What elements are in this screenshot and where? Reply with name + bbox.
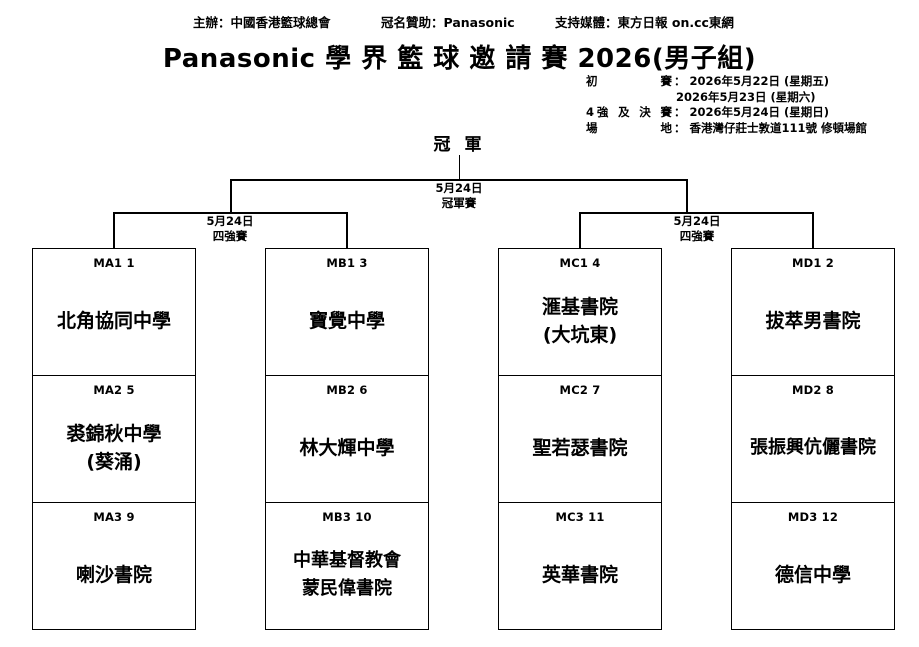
schedule-colon-prelim: ： xyxy=(674,74,686,88)
bracket-line-final-crossbar xyxy=(231,179,687,181)
team-name-line: 中華基督教會 xyxy=(293,549,401,571)
team-name: 喇沙書院 xyxy=(33,524,195,629)
team-name-line: 英華書院 xyxy=(541,563,618,586)
team-name-line: (大坑東) xyxy=(542,323,618,346)
team-cell[interactable]: MD2 8 張振興伉儷書院 xyxy=(732,376,894,503)
team-cell[interactable]: MB3 10 中華基督教會 蒙民偉書院 xyxy=(266,503,428,629)
credit-supporting-media: 支持媒體：東方日報 on.cc東網 xyxy=(555,15,734,30)
team-code: MC3 11 xyxy=(555,510,605,524)
team-cell[interactable]: MA1 1 北角協同中學 xyxy=(33,249,195,376)
team-cell[interactable]: MC3 11 英華書院 xyxy=(499,503,661,629)
team-name-line: 北角協同中學 xyxy=(56,309,171,332)
team-name: 北角協同中學 xyxy=(33,270,195,375)
semifinal-left-name: 四強賽 xyxy=(212,229,248,243)
group-box-d: MD1 2 拔萃男書院 MD2 8 張振興伉儷書院 MD3 12 德信中學 xyxy=(731,248,895,630)
team-cell[interactable]: MD1 2 拔萃男書院 xyxy=(732,249,894,376)
bracket-line-semifinal-right-crossbar xyxy=(579,212,813,214)
team-name: 寶覺中學 xyxy=(266,270,428,375)
team-cell[interactable]: MC2 7 聖若瑟書院 xyxy=(499,376,661,503)
team-name-line: 德信中學 xyxy=(774,563,851,586)
round-caption-final: 5月24日 冠軍賽 xyxy=(399,181,519,211)
team-code: MD3 12 xyxy=(787,510,839,524)
team-cell[interactable]: MB2 6 林大輝中學 xyxy=(266,376,428,503)
team-cell[interactable]: MD3 12 德信中學 xyxy=(732,503,894,629)
team-cell[interactable]: MC1 4 滙基書院 (大坑東) xyxy=(499,249,661,376)
schedule-label-venue: 場 地 xyxy=(586,120,672,135)
team-name-line: 林大輝中學 xyxy=(299,436,395,459)
team-name-line: 聖若瑟書院 xyxy=(532,436,628,459)
schedule-value-venue: 香港灣仔莊士敦道111號 修頓場館 xyxy=(689,120,868,135)
schedule-row-venue: 場 地 ： 香港灣仔莊士敦道111號 修頓場館 xyxy=(586,121,867,137)
team-code: MD2 8 xyxy=(792,383,834,397)
credit-organiser: 主辦：中國香港籃球總會 xyxy=(193,15,331,30)
team-cell[interactable]: MB1 3 寶覺中學 xyxy=(266,249,428,376)
team-name-line: 裘錦秋中學 xyxy=(66,422,162,445)
team-name-line: 滙基書院 xyxy=(541,295,618,318)
team-name: 德信中學 xyxy=(732,524,894,629)
semifinal-right-name: 四強賽 xyxy=(679,229,715,243)
bracket-line-group-a-stem xyxy=(113,212,115,249)
team-cell[interactable]: MA3 9 喇沙書院 xyxy=(33,503,195,629)
bracket-line-group-c-stem xyxy=(579,212,581,249)
schedule-row-finals: 4強 及 決 賽 ： 2026年5月24日 (星期日) xyxy=(586,105,867,121)
team-cell[interactable]: MA2 5 裘錦秋中學 (葵涌) xyxy=(33,376,195,503)
bracket-line-group-d-stem xyxy=(812,212,814,249)
team-code: MB3 10 xyxy=(322,510,372,524)
schedule-colon-finals: ： xyxy=(674,105,686,119)
bracket-line-semifinal-left-stem xyxy=(230,179,232,213)
bracket-line-champion-stem xyxy=(458,155,461,180)
round-caption-semifinal-right: 5月24日 四強賽 xyxy=(637,214,757,244)
group-box-b: MB1 3 寶覺中學 MB2 6 林大輝中學 MB3 10 中華基督教會 蒙民偉… xyxy=(265,248,429,630)
team-code: MA2 5 xyxy=(93,383,135,397)
schedule-row-prelim-1: 初 賽 ： 2026年5月22日 (星期五) xyxy=(586,74,867,90)
group-box-c: MC1 4 滙基書院 (大坑東) MC2 7 聖若瑟書院 MC3 11 英華書院 xyxy=(498,248,662,630)
schedule-block: 初 賽 ： 2026年5月22日 (星期五) 2026年5月23日 (星期六) … xyxy=(586,74,867,136)
team-name-line: 拔萃男書院 xyxy=(765,309,861,332)
team-code: MA3 9 xyxy=(93,510,135,524)
schedule-label-finals: 4強 及 決 賽 xyxy=(586,105,672,119)
page-title: Panasonic 學 界 籃 球 邀 請 賽 2026(男子組) xyxy=(162,44,757,74)
team-code: MC1 4 xyxy=(559,256,601,270)
team-code: MA1 1 xyxy=(93,256,135,270)
bracket-line-semifinal-left-crossbar xyxy=(113,212,347,214)
team-name: 滙基書院 (大坑東) xyxy=(499,270,661,375)
schedule-label-prelim: 初 賽 xyxy=(586,74,672,88)
team-name: 林大輝中學 xyxy=(266,397,428,502)
team-code: MC2 7 xyxy=(559,383,601,397)
team-code: MD1 2 xyxy=(792,256,834,270)
team-name-line: 張振興伉儷書院 xyxy=(750,436,876,458)
final-date: 5月24日 xyxy=(435,181,483,195)
team-name: 拔萃男書院 xyxy=(732,270,894,375)
credit-title-sponsor: 冠名贊助：Panasonic xyxy=(381,15,515,30)
semifinal-left-date: 5月24日 xyxy=(206,214,254,228)
semifinal-right-date: 5月24日 xyxy=(673,214,721,228)
round-caption-semifinal-left: 5月24日 四強賽 xyxy=(170,214,290,244)
team-name: 英華書院 xyxy=(499,524,661,629)
schedule-value-finals-date: 2026年5月24日 (星期日) xyxy=(689,105,830,119)
team-name-line: 蒙民偉書院 xyxy=(302,577,392,599)
team-name: 裘錦秋中學 (葵涌) xyxy=(33,397,195,502)
team-name: 張振興伉儷書院 xyxy=(732,397,894,502)
team-name-line: (葵涌) xyxy=(86,450,142,473)
team-name: 中華基督教會 蒙民偉書院 xyxy=(266,524,428,629)
team-code: MB1 3 xyxy=(326,256,368,270)
header-credits: 主辦：中國香港籃球總會 冠名贊助：Panasonic 支持媒體：東方日報 on.… xyxy=(0,12,919,30)
schedule-value-prelim-date-1: 2026年5月22日 (星期五) xyxy=(689,74,830,88)
team-name-line: 喇沙書院 xyxy=(75,563,152,586)
team-name-line: 寶覺中學 xyxy=(308,309,385,332)
bracket-line-group-b-stem xyxy=(346,212,348,249)
schedule-value-prelim-date-2: 2026年5月23日 (星期六) xyxy=(676,89,816,104)
schedule-row-prelim-2: 2026年5月23日 (星期六) xyxy=(586,90,867,106)
team-name: 聖若瑟書院 xyxy=(499,397,661,502)
final-name: 冠軍賽 xyxy=(441,196,477,210)
schedule-colon-venue: ： xyxy=(674,120,686,135)
group-box-a: MA1 1 北角協同中學 MA2 5 裘錦秋中學 (葵涌) MA3 9 喇沙書院 xyxy=(32,248,196,630)
champion-label: 冠 軍 xyxy=(433,135,486,155)
bracket-line-semifinal-right-stem xyxy=(686,179,688,213)
team-code: MB2 6 xyxy=(326,383,368,397)
